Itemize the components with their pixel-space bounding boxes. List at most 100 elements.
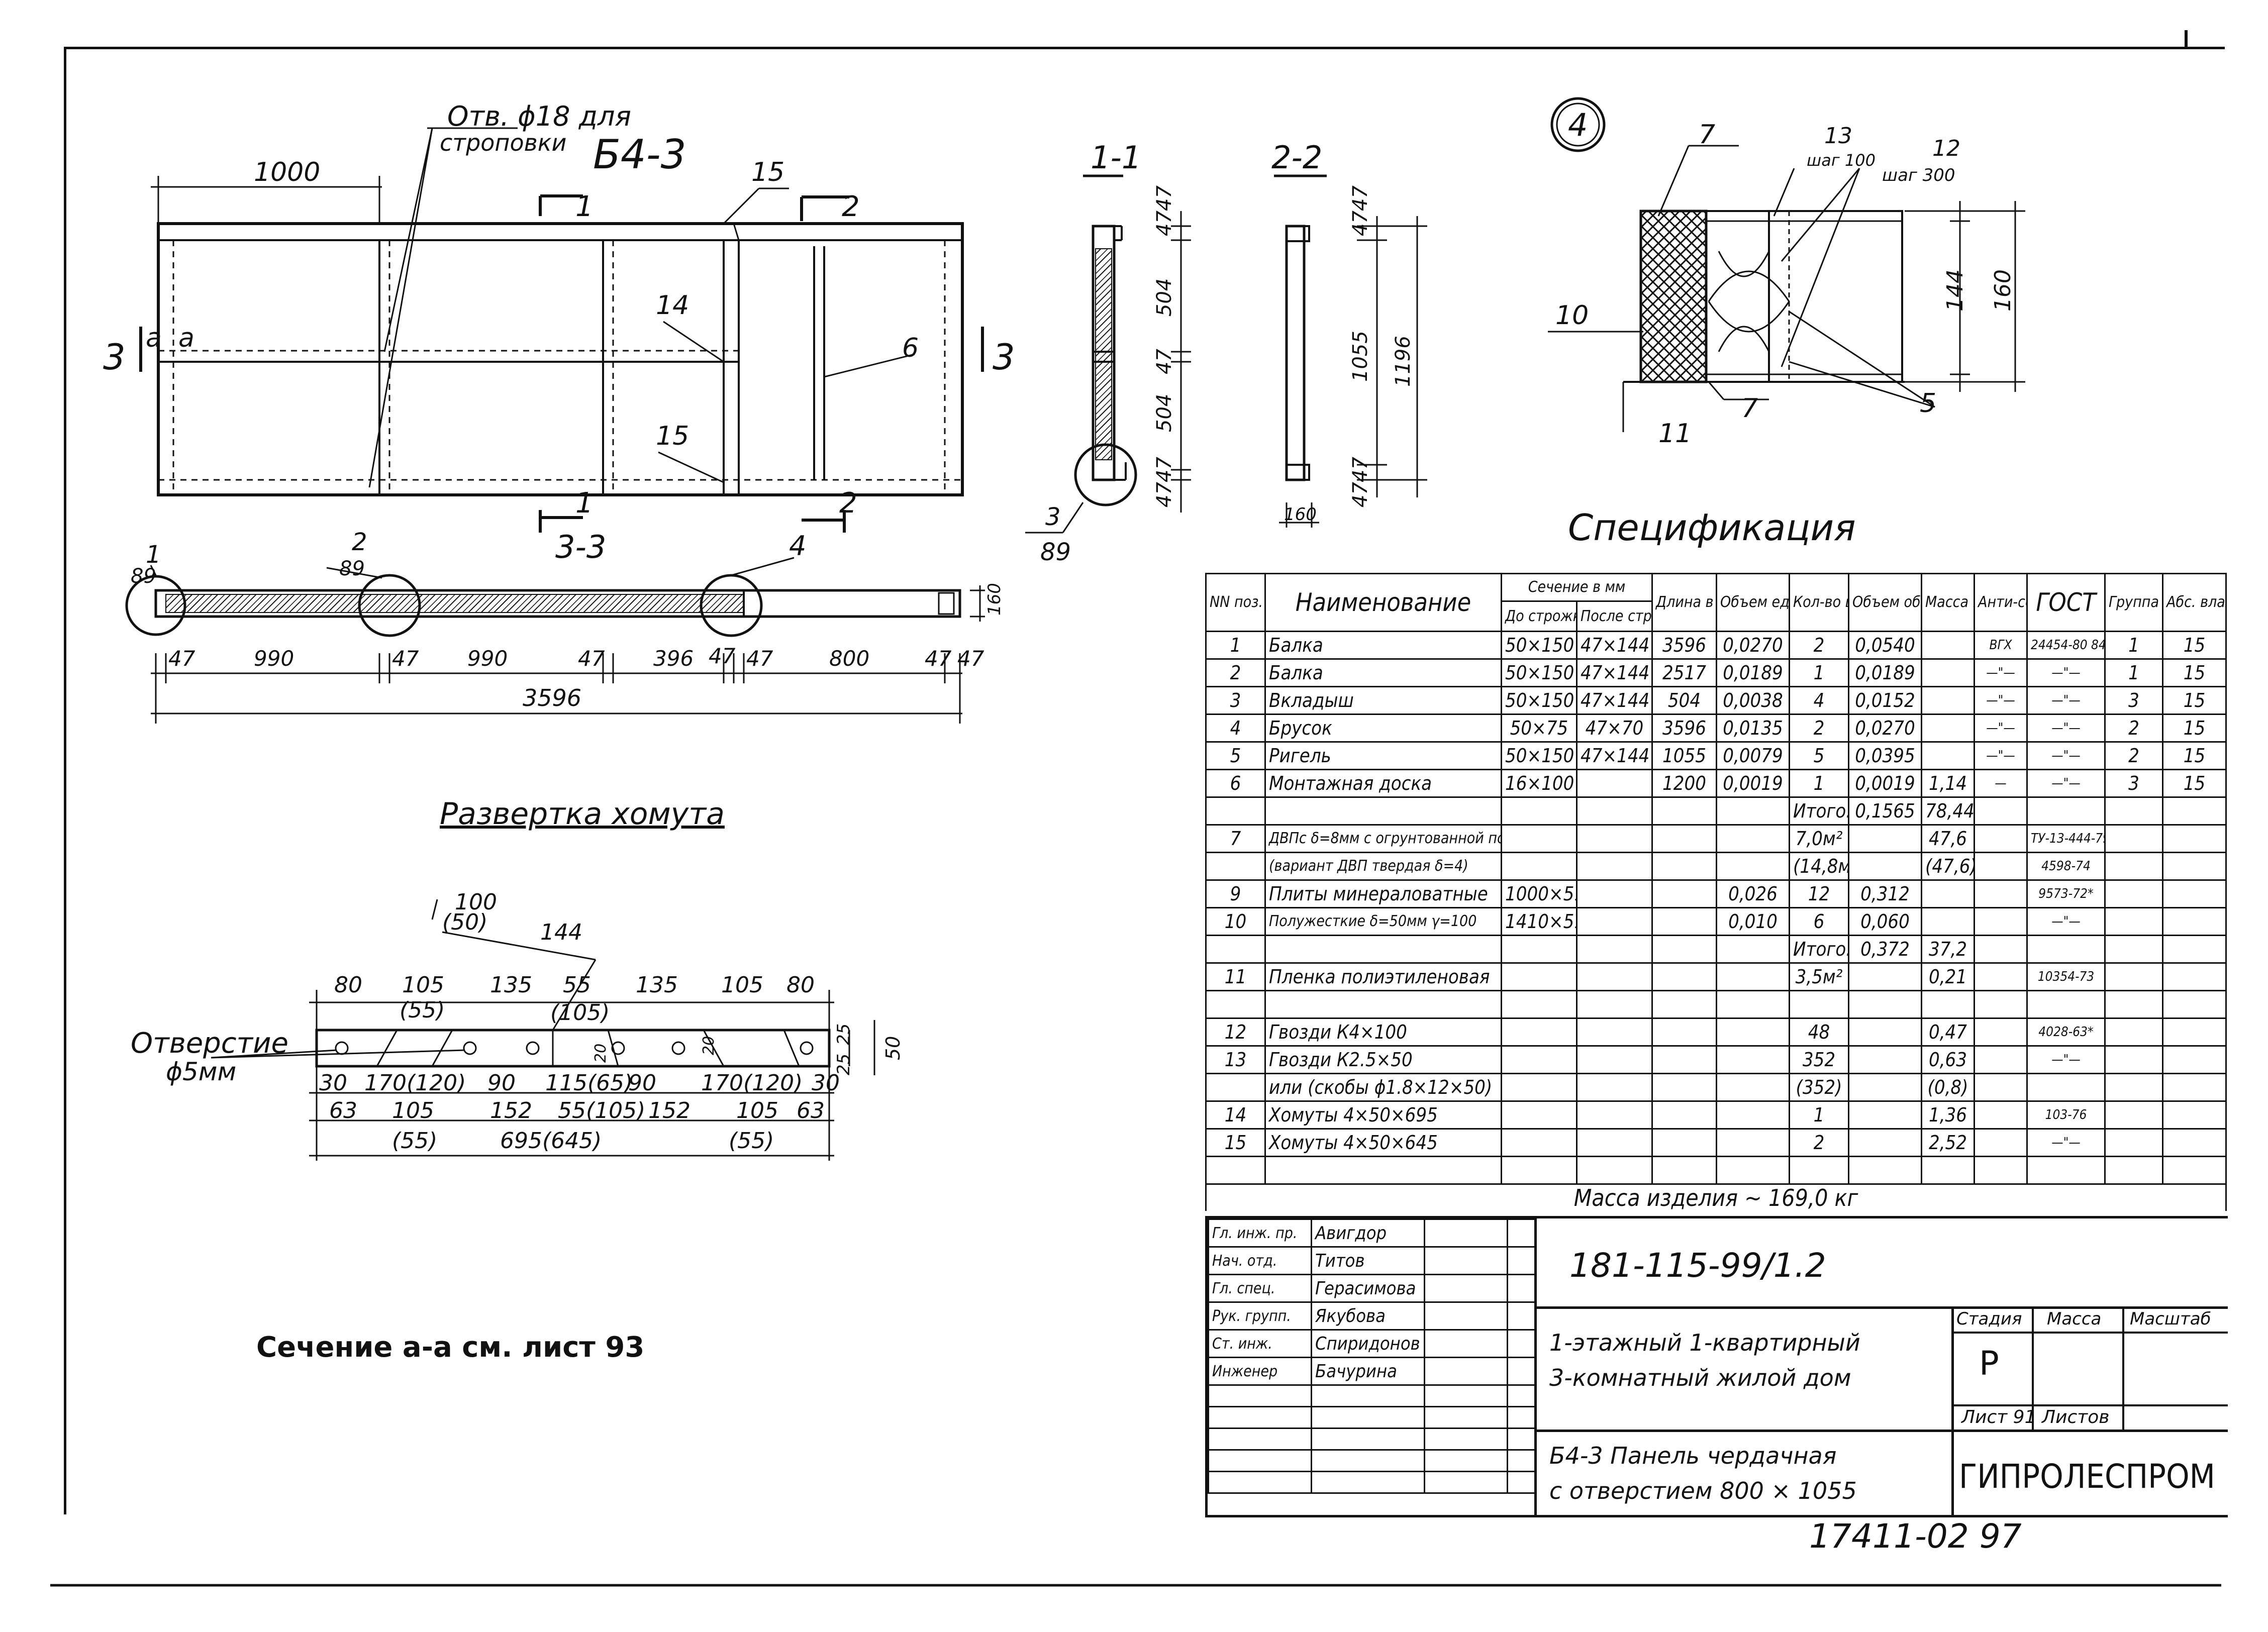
spec-cell-pos: 6 — [1205, 769, 1266, 798]
spec-cell-after: 47×144 — [1576, 658, 1653, 687]
spec-cell-vu — [1716, 1073, 1790, 1102]
spec-cell-q: 2 — [1789, 713, 1849, 743]
spec-cell-before — [1501, 1045, 1577, 1074]
svg-text:170(120): 170(120) — [364, 1070, 466, 1096]
spec-cell-g: 103-76 — [2026, 1100, 2106, 1130]
spec-cell-vt: 0,312 — [1848, 879, 1922, 908]
spec-cell-m: (47,6) — [1921, 852, 1975, 881]
svg-text:47: 47 — [168, 646, 195, 671]
spec-cell-vu: 0,0079 — [1716, 741, 1790, 770]
spec-cell-len — [1651, 907, 1717, 936]
spec-cell-pos: 12 — [1205, 1017, 1266, 1047]
node-label-13: 13 — [1824, 123, 1852, 149]
spec-cell-vu — [1716, 1128, 1790, 1157]
spec-cell-w — [2162, 1045, 2227, 1074]
svg-text:25: 25 — [834, 1054, 854, 1075]
spec-cell-a — [1974, 1128, 2028, 1157]
callout-4: 4 — [789, 530, 806, 562]
spec-cell-gr: 2 — [2104, 713, 2163, 743]
spec-cell-gr — [2104, 1045, 2163, 1074]
svg-text:800: 800 — [829, 646, 869, 671]
header-before: До строжки — [1501, 600, 1577, 632]
sheet-title-line1: Б4-3 Панель чердачная — [1549, 1442, 1837, 1469]
spec-cell-w — [2162, 907, 2227, 936]
svg-text:105: 105 — [721, 972, 763, 998]
spec-cell-vt — [1848, 1100, 1922, 1130]
spec-cell-w — [2162, 1073, 2227, 1102]
spec-row — [1205, 1156, 2227, 1185]
spec-cell-q: 12 — [1789, 879, 1849, 908]
spec-cell-g: 10354-73 — [2026, 962, 2106, 991]
section-3-3-title: 3-3 — [555, 529, 606, 565]
spec-cell-g: —"— — [2026, 686, 2106, 715]
spec-cell-m: 0,63 — [1921, 1045, 1975, 1074]
header-vol-unit: Объем един. м3 — [1716, 573, 1790, 632]
spec-cell-q: 5 — [1789, 741, 1849, 770]
svg-text:47: 47 — [709, 644, 736, 668]
spec-cell-w: 15 — [2162, 769, 2227, 798]
spec-cell-pos: 14 — [1205, 1100, 1266, 1130]
spec-cell-pos: 10 — [1205, 907, 1266, 936]
spec-cell-vu — [1716, 962, 1790, 991]
node-label-7-bottom: 7 — [1741, 393, 1758, 424]
spec-cell-name: Гвозди К4×100 — [1264, 1017, 1502, 1047]
spec-cell-a: —"— — [1974, 741, 2028, 770]
sig-role: Нач. отд. — [1208, 1246, 1312, 1275]
spec-cell-g — [2026, 796, 2106, 826]
node-label-12: 12 — [1932, 136, 1960, 161]
header-moist: Абс. влаж. % — [2162, 573, 2227, 632]
header-antisep: Анти-сеп. анти-пир. — [1974, 573, 2028, 632]
spec-cell-g: —"— — [2026, 658, 2106, 687]
spec-cell-q: 6 — [1789, 907, 1849, 936]
clamp-title: Развертка хомута — [440, 796, 725, 832]
spec-cell-len — [1651, 990, 1717, 1019]
svg-text:47: 47 — [1349, 211, 1372, 236]
signature-row: Нач. отд.Титов — [1208, 1246, 1536, 1275]
spec-cell-before: 1000×510 — [1501, 879, 1577, 908]
spec-title: Спецификация — [1568, 506, 1856, 549]
spec-cell-a: —"— — [1974, 713, 2028, 743]
spec-cell-q: 48 — [1789, 1017, 1849, 1047]
svg-text:504: 504 — [1153, 278, 1176, 317]
spec-cell-vt: 0,0019 — [1848, 769, 1922, 798]
spec-cell-pos — [1205, 796, 1266, 826]
spec-cell-name: Пленка полиэтиленовая — [1264, 962, 1502, 991]
sheet-title-line2: с отверстием 800 × 1055 — [1549, 1477, 1857, 1504]
node-label-5: 5 — [1920, 388, 1936, 419]
spec-row — [1205, 990, 2227, 1019]
spec-cell-name: Вкладыш — [1264, 686, 1502, 715]
spec-cell-len — [1651, 935, 1717, 964]
spec-cell-len — [1651, 796, 1717, 826]
svg-text:30: 30 — [319, 1070, 347, 1096]
signature-row-empty — [1208, 1384, 1536, 1407]
spec-cell-vt — [1848, 1156, 1922, 1185]
svg-text:47: 47 — [1153, 457, 1176, 482]
spec-cell-a — [1974, 962, 2028, 991]
spec-cell-g — [2026, 935, 2106, 964]
dim-160-2-2: 160 — [1284, 504, 1317, 525]
spec-cell-w — [2162, 824, 2227, 853]
dims-1-1: 47 47 504 47 504 47 47 — [1153, 185, 1176, 507]
svg-text:152: 152 — [490, 1098, 532, 1124]
spec-cell-g: —"— — [2026, 1045, 2106, 1074]
signature-row: Рук. групп.Якубова — [1208, 1301, 1536, 1331]
svg-text:55: 55 — [563, 972, 591, 998]
drawing-code: 181-115-99/1.2 — [1569, 1246, 1826, 1285]
spec-cell-pos: 13 — [1205, 1045, 1266, 1074]
spec-cell-name: Брусок — [1264, 713, 1502, 743]
svg-text:47: 47 — [746, 646, 773, 671]
spec-cell-vu — [1716, 796, 1790, 826]
spec-cell-vt — [1848, 990, 1922, 1019]
sheets-total: Листов — [2042, 1407, 2110, 1427]
svg-text:30: 30 — [812, 1070, 840, 1096]
section-2-2-title: 2-2 — [1271, 139, 1322, 176]
spec-cell-m: 2,52 — [1921, 1128, 1975, 1157]
spec-cell-a — [1974, 1017, 2028, 1047]
signature-row-empty — [1208, 1449, 1536, 1472]
spec-cell-pos: 3 — [1205, 686, 1266, 715]
spec-cell-after — [1576, 1156, 1653, 1185]
svg-text:47: 47 — [925, 646, 952, 671]
signature-row-empty — [1208, 1406, 1536, 1429]
